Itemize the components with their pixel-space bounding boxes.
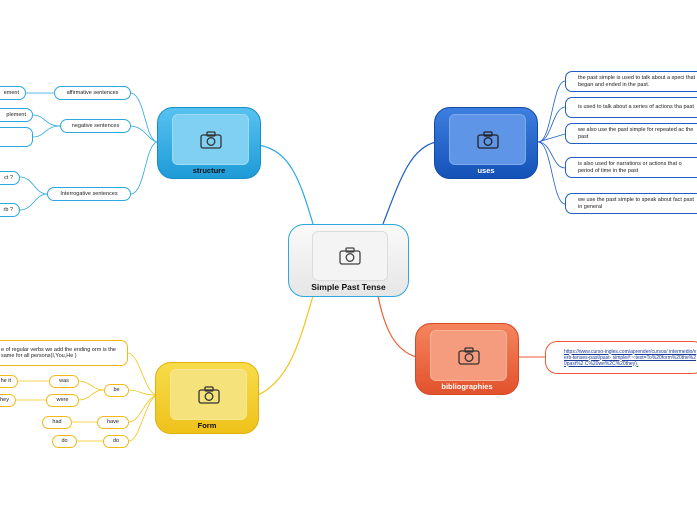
negative-sentences[interactable]: negative sentences	[60, 119, 131, 133]
use-item-5[interactable]: we use the past simple to speak about fa…	[565, 193, 697, 214]
form-have[interactable]: have	[97, 416, 129, 429]
interrogative-sentences[interactable]: Interrogative sentences	[47, 187, 131, 201]
bibliographies-title: bibliographies	[441, 382, 493, 391]
structure-title: structure	[192, 166, 226, 175]
central-image-placeholder	[312, 231, 388, 281]
form-do-past[interactable]: do	[52, 435, 77, 448]
form-be[interactable]: be	[104, 384, 129, 397]
central-topic[interactable]: Simple Past Tense	[288, 224, 409, 297]
bibliography-link-box[interactable]: https://www.curso-ingles.com/aprender/cu…	[545, 341, 697, 374]
form-image-placeholder	[170, 369, 247, 420]
form-was[interactable]: was	[49, 375, 79, 388]
camera-icon	[197, 385, 220, 404]
form-topic[interactable]: Form	[155, 362, 259, 434]
structure-image-placeholder	[172, 114, 249, 165]
interrogative-child-2[interactable]: rb ?	[0, 203, 20, 217]
form-were[interactable]: were	[46, 394, 79, 407]
negative-child-2[interactable]	[0, 127, 33, 147]
affirmative-sentences[interactable]: affirmative sentences	[54, 86, 131, 100]
use-item-3[interactable]: we also use the past simple for repeated…	[565, 123, 697, 144]
camera-icon	[476, 130, 499, 149]
structure-topic[interactable]: structure	[157, 107, 261, 179]
form-title: Form	[197, 421, 217, 430]
form-were-subject[interactable]: they	[0, 394, 16, 407]
interrogative-child-1[interactable]: ct ?	[0, 171, 20, 185]
bibliography-link[interactable]: https://www.curso-ingles.com/aprender/cu…	[564, 348, 697, 367]
form-was-subject[interactable]: he it	[0, 375, 18, 388]
uses-image-placeholder	[449, 114, 526, 165]
use-item-4[interactable]: is also used for narrations or actions t…	[565, 157, 697, 178]
camera-icon	[339, 247, 361, 265]
affirmative-child[interactable]: ement	[0, 86, 26, 100]
uses-topic[interactable]: uses	[434, 107, 538, 179]
form-had[interactable]: had	[42, 416, 72, 429]
form-note[interactable]: e of regular verbs we add the ending orm…	[0, 340, 128, 366]
camera-icon	[199, 130, 222, 149]
central-topic-title: Simple Past Tense	[311, 282, 386, 292]
use-item-2[interactable]: is used to talk about a series of action…	[565, 97, 697, 118]
bibliographies-topic[interactable]: bibliographies	[415, 323, 519, 395]
bibliographies-image-placeholder	[430, 330, 507, 381]
uses-title: uses	[477, 166, 495, 175]
camera-icon	[457, 346, 480, 365]
negative-child-1[interactable]: plement	[0, 108, 33, 122]
use-item-1[interactable]: the past simple is used to talk about a …	[565, 71, 697, 92]
form-do[interactable]: do	[103, 435, 129, 448]
